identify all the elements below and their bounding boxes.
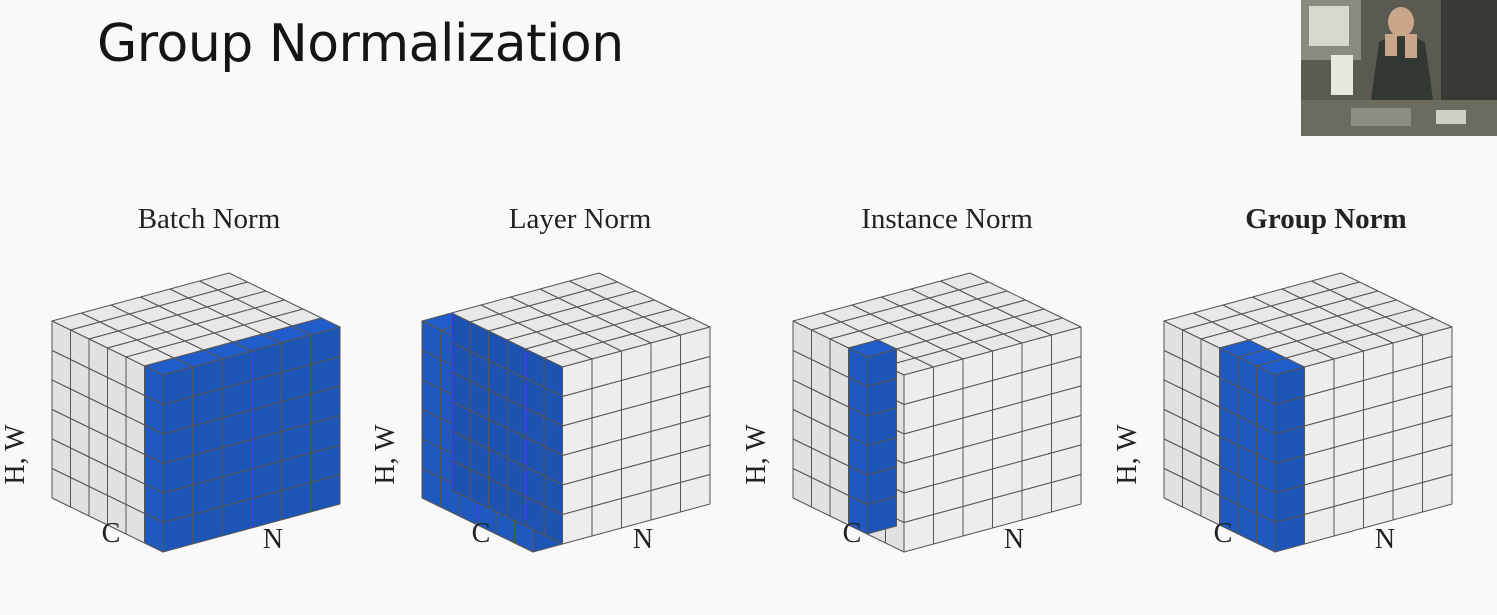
panel-label-group-norm: Group Norm <box>1245 203 1407 235</box>
axis-label-hw: H, W <box>741 424 772 485</box>
panel-label-instance-norm: Instance Norm <box>861 203 1033 235</box>
cube-cell-front <box>310 474 341 513</box>
cube-batch-norm: H, W C N <box>0 272 341 555</box>
cube-layer-norm: H, W C N <box>370 272 711 555</box>
axis-label-c: C <box>1214 518 1233 549</box>
axis-label-c: C <box>472 518 491 549</box>
axis-label-n: N <box>263 524 283 555</box>
presenter-video[interactable] <box>1301 0 1497 136</box>
panel-label-layer-norm: Layer Norm <box>508 203 652 235</box>
axis-label-c: C <box>102 518 121 549</box>
highlight-cell-front <box>866 496 897 535</box>
highlight-cell-top <box>848 339 897 358</box>
axis-label-n: N <box>1004 524 1024 555</box>
axis-label-hw: H, W <box>0 424 31 485</box>
axis-label-hw: H, W <box>370 424 401 485</box>
panel-label-batch-norm: Batch Norm <box>137 203 281 235</box>
axis-label-hw: H, W <box>1112 424 1143 485</box>
cube-cell-front <box>1051 474 1082 513</box>
slide-title: Group Normalization <box>97 14 624 74</box>
highlight-cell-side <box>543 505 563 545</box>
axis-label-c: C <box>843 518 862 549</box>
axis-label-n: N <box>1375 524 1395 555</box>
presenter-video-icon <box>1301 0 1497 136</box>
cube-cell-front <box>680 474 711 513</box>
cube-group-norm: H, W C N <box>1112 272 1453 555</box>
cube-instance-norm: H, W C N <box>741 272 1082 555</box>
cube-cell-front <box>1422 474 1453 513</box>
axis-label-n: N <box>633 524 653 555</box>
